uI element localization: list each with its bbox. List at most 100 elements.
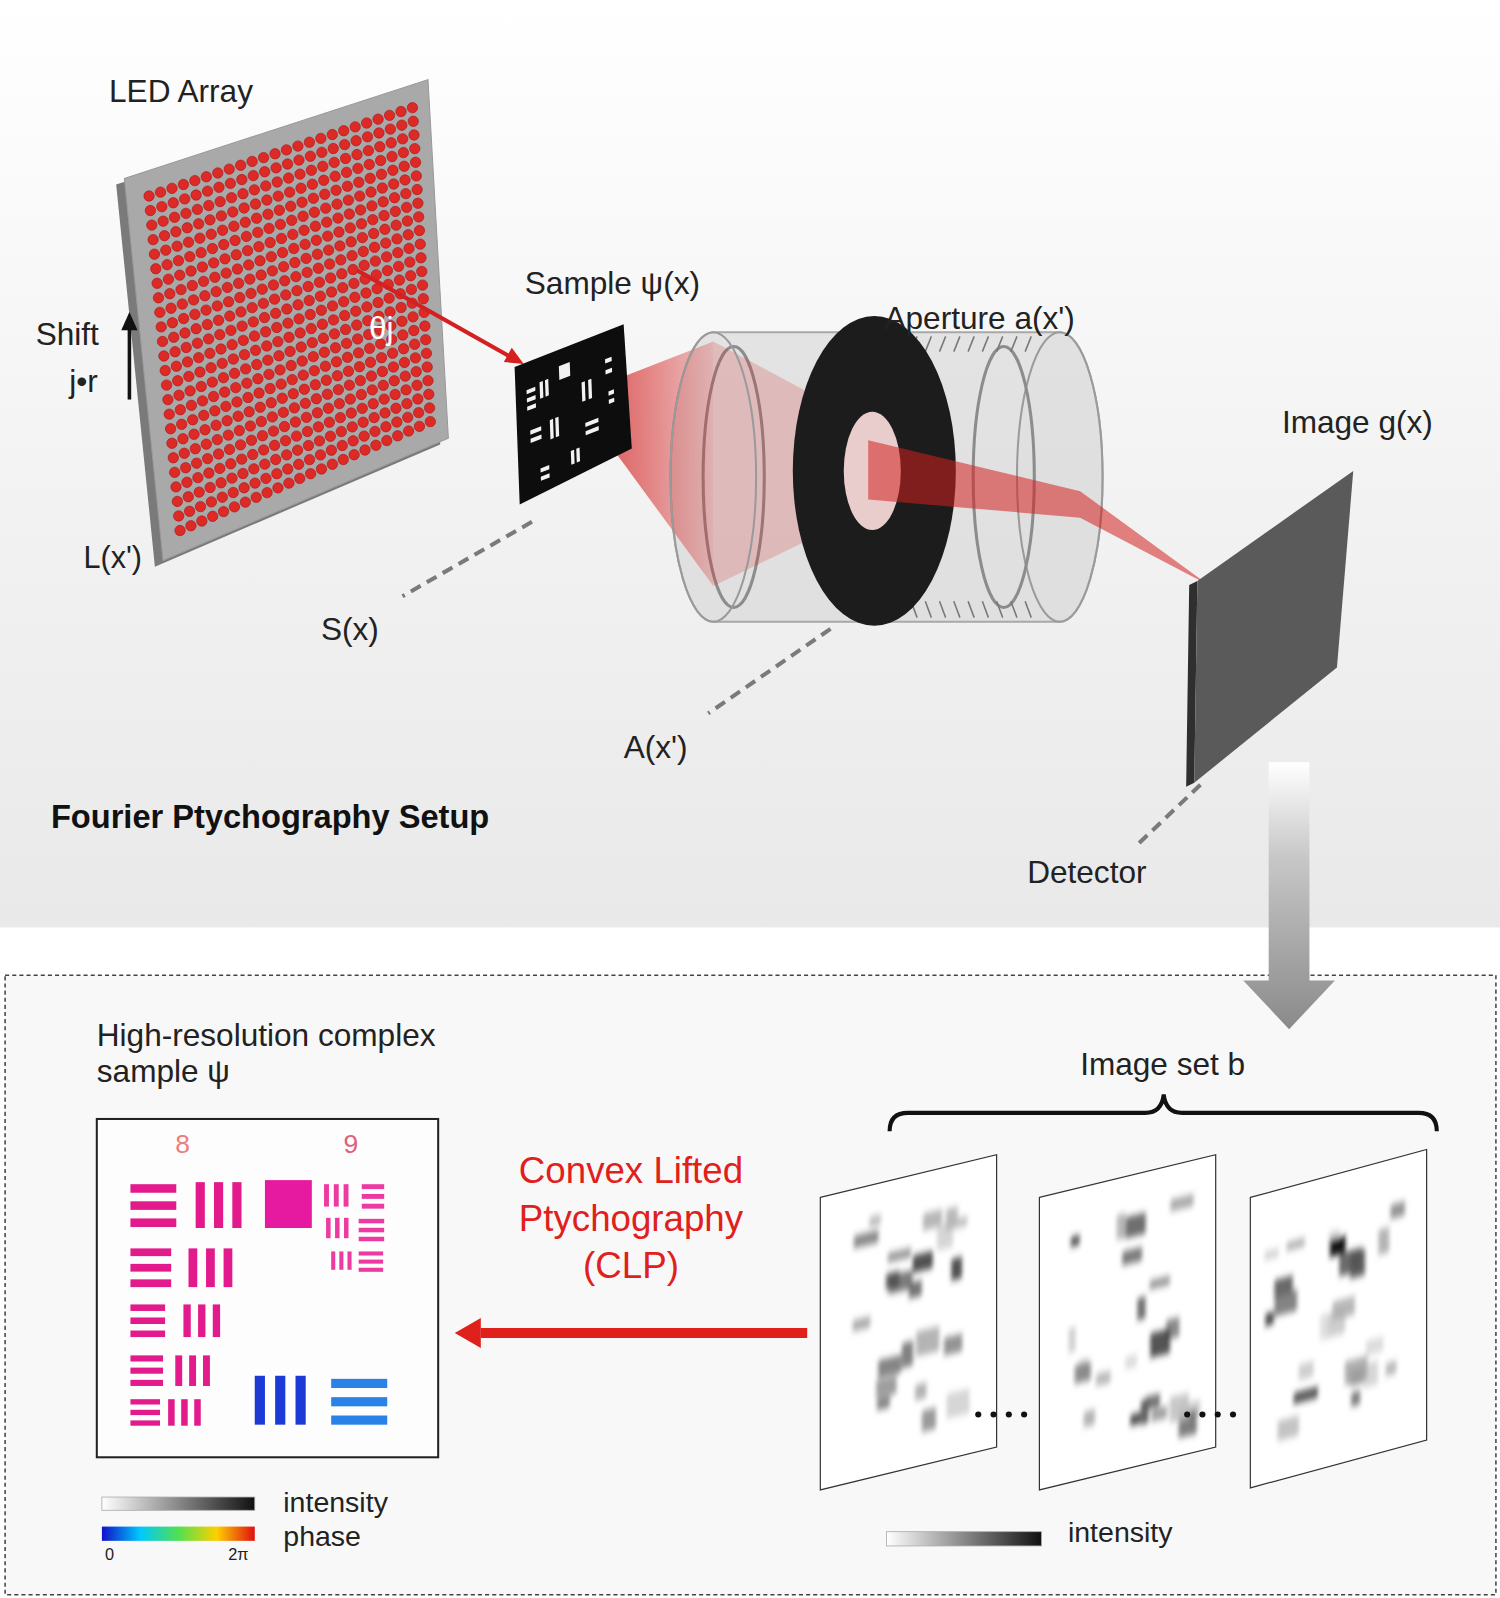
bar <box>168 1399 175 1425</box>
led <box>218 372 228 382</box>
led <box>256 270 266 280</box>
led <box>359 431 369 441</box>
blur-block <box>1069 1327 1076 1354</box>
led <box>262 195 272 205</box>
led <box>342 352 352 362</box>
target-number: 9 <box>343 1129 358 1159</box>
bar <box>130 1279 171 1287</box>
led <box>300 398 310 408</box>
led <box>311 235 321 245</box>
led <box>310 380 320 390</box>
led <box>161 245 171 255</box>
figure-title: Fourier Ptychography Setup <box>51 798 489 836</box>
led <box>392 431 402 441</box>
led <box>342 181 352 191</box>
led <box>331 357 341 367</box>
detector <box>1194 471 1353 783</box>
led <box>350 122 360 132</box>
led <box>261 181 271 191</box>
led <box>362 132 372 142</box>
led <box>277 247 287 257</box>
led <box>270 308 280 318</box>
led <box>212 301 222 311</box>
led <box>264 223 274 233</box>
led <box>147 220 157 230</box>
ellipsis-dot <box>975 1411 981 1417</box>
bar <box>130 1331 165 1338</box>
led <box>374 128 384 138</box>
led <box>376 353 386 363</box>
led <box>221 268 231 278</box>
led <box>172 496 182 506</box>
led <box>325 273 335 283</box>
led <box>205 482 215 492</box>
bar <box>214 1182 223 1228</box>
led-grid <box>144 102 436 535</box>
blur-block <box>1150 1329 1170 1358</box>
led <box>184 506 194 516</box>
led <box>247 302 257 312</box>
led <box>305 151 315 161</box>
led <box>332 371 342 381</box>
led <box>283 318 293 328</box>
target-bar <box>585 418 598 427</box>
led <box>370 256 380 266</box>
led <box>183 237 193 247</box>
blur-block <box>1146 1394 1160 1410</box>
bar <box>359 1251 383 1255</box>
led <box>394 275 404 285</box>
led <box>403 230 413 240</box>
led <box>253 374 263 384</box>
lens-tick <box>925 336 931 351</box>
blur-block <box>909 1280 922 1299</box>
image-frame <box>1250 1150 1426 1488</box>
led <box>301 412 311 422</box>
led <box>144 191 154 201</box>
sample-slide <box>515 324 632 504</box>
bar <box>130 1218 176 1227</box>
led <box>216 478 226 488</box>
reconstruction-panel <box>5 975 1496 1595</box>
led <box>421 348 431 358</box>
led <box>284 332 294 342</box>
ellipsis-dot <box>1199 1411 1205 1417</box>
led <box>404 243 414 253</box>
bar <box>130 1380 163 1386</box>
bar <box>344 1184 349 1206</box>
led <box>355 375 365 385</box>
led <box>399 357 409 367</box>
led <box>214 182 224 192</box>
led <box>257 431 267 441</box>
bar <box>362 1204 384 1209</box>
captured-image <box>1039 1155 1215 1490</box>
ellipsis-dot <box>990 1411 996 1417</box>
led <box>380 408 390 418</box>
led <box>291 271 301 281</box>
leader-line <box>1136 785 1200 846</box>
led <box>343 195 353 205</box>
led <box>302 426 312 436</box>
led <box>188 415 198 425</box>
led <box>409 130 419 140</box>
led <box>179 448 189 458</box>
led <box>375 142 385 152</box>
led <box>263 355 273 365</box>
target-bar <box>540 381 544 399</box>
led <box>405 257 415 267</box>
led <box>325 431 335 441</box>
led <box>318 161 328 171</box>
led <box>269 294 279 304</box>
led <box>317 319 327 329</box>
led <box>278 261 288 271</box>
led <box>424 389 434 399</box>
led <box>350 292 360 302</box>
scale-value: 2π <box>228 1545 248 1564</box>
led <box>220 254 230 264</box>
led <box>165 424 175 434</box>
led <box>332 199 342 209</box>
led <box>324 259 334 269</box>
blur-block <box>1137 1296 1145 1320</box>
blur-block <box>1084 1409 1095 1427</box>
led <box>223 297 233 307</box>
led <box>219 387 229 397</box>
